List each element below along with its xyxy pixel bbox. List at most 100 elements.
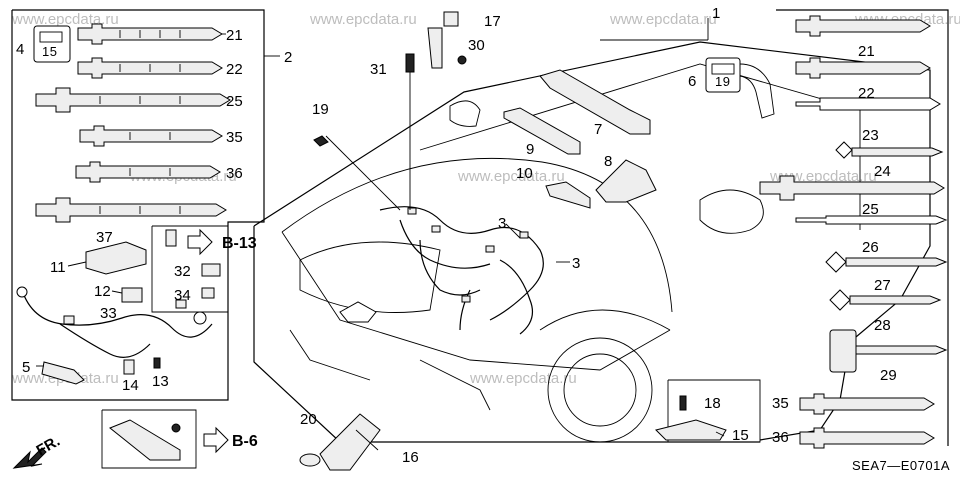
b6-box [101, 409, 197, 469]
callout-15: 15 [732, 427, 749, 444]
callout-17: 17 [484, 13, 501, 30]
grille [299, 241, 441, 313]
callout-37: 37 [96, 229, 113, 246]
fuse-box-body [33, 25, 71, 63]
watermark-1: www.epcdata.ru [11, 11, 119, 28]
tie-strap-37-left [35, 197, 227, 223]
callout-34: 34 [174, 287, 191, 304]
wheel-outer [547, 337, 653, 443]
left-mirror [449, 100, 481, 127]
tie-strap-27-right [825, 251, 948, 273]
callout-3a: 3 [498, 215, 506, 232]
sub-harness [16, 286, 213, 358]
callout-22-right: 22 [858, 85, 875, 102]
b6-arrow [203, 426, 229, 454]
callout-6: 6 [688, 73, 696, 90]
callout-14: 14 [122, 377, 139, 394]
callout-2: 2 [284, 49, 292, 66]
part-5-bracket [36, 361, 85, 385]
car-outline-top [253, 41, 931, 441]
tie-strap-36-right [799, 427, 935, 449]
callout-28: 28 [874, 317, 891, 334]
fuse-label-19: 19 [715, 74, 730, 89]
callout-21-right: 21 [858, 43, 875, 60]
part-9-bracket [503, 107, 581, 155]
part-12-relay [111, 287, 143, 303]
callout-30: 30 [468, 37, 485, 54]
callout-10: 10 [516, 165, 533, 182]
part-13-bolt [153, 357, 161, 369]
callout-36-left: 36 [226, 165, 243, 182]
tie-strap-25-left [35, 87, 231, 113]
part-17-bracket [427, 11, 459, 69]
ref-b6[interactable]: B-6 [232, 433, 258, 450]
part-7-bracket [539, 69, 651, 135]
callout-29: 29 [880, 367, 897, 384]
watermark-3: www.epcdata.ru [609, 11, 717, 28]
mirror [699, 189, 764, 234]
callout-11: 11 [50, 259, 66, 276]
right-panel [776, 9, 949, 446]
tie-strap-35-left [79, 125, 223, 147]
part-20-clip [299, 453, 321, 467]
part-16-bracket [319, 413, 381, 471]
b13-arrow [187, 228, 213, 256]
wheel-inner [563, 353, 637, 427]
callout-26: 26 [862, 239, 879, 256]
part-30-nut [457, 55, 467, 65]
callout-13: 13 [152, 373, 169, 390]
fuse-label-15: 15 [42, 44, 57, 59]
callout-35-right: 35 [772, 395, 789, 412]
callout-32: 32 [174, 263, 191, 280]
tie-strap-28-right [829, 289, 942, 311]
headlight-line [289, 329, 491, 411]
part-31-bolt [405, 53, 415, 210]
windshield-line [419, 63, 861, 230]
callout-8: 8 [604, 153, 612, 170]
tie-strap-35-right [799, 393, 935, 415]
ref-b13[interactable]: B-13 [222, 235, 257, 252]
tie-strap-26-right [795, 215, 948, 225]
callout-31: 31 [370, 61, 387, 78]
tie-strap-22-right [795, 57, 931, 79]
car-outline-bottom [253, 226, 760, 443]
hood-line [281, 157, 673, 313]
tie-strap-21-right [795, 15, 931, 37]
front-arrow [12, 447, 47, 469]
callout-18: 18 [704, 395, 721, 412]
callout-1: 1 [712, 5, 720, 22]
callout-25-left: 25 [226, 93, 243, 110]
callout-36-right: 36 [772, 429, 789, 446]
callout-3b: 3 [572, 255, 580, 272]
brand-emblem [339, 301, 377, 323]
part-10-bracket [545, 181, 591, 209]
group-box-2 [11, 9, 280, 401]
leader-lines [222, 18, 725, 451]
callout-4: 4 [16, 41, 24, 58]
callout-labels: 1 2 3 3 4 5 6 7 8 9 10 11 12 13 14 15 16… [16, 5, 897, 466]
part-4-fuse-box: 15 [33, 25, 71, 63]
wheel-arch [539, 309, 671, 331]
watermark-6: www.epcdata.ru [457, 168, 565, 185]
callout-20: 20 [300, 411, 317, 428]
tie-strap-36-left [75, 161, 221, 183]
watermark-9: www.epcdata.ru [469, 370, 577, 387]
callout-35-left: 35 [226, 129, 243, 146]
watermark-2: www.epcdata.ru [309, 11, 417, 28]
b13-box [151, 225, 229, 313]
callout-5: 5 [22, 359, 30, 376]
diagram-code: SEA7—E0701A [852, 458, 950, 473]
box-2-outline [11, 9, 265, 401]
callout-7: 7 [594, 121, 602, 138]
part-8-connector [595, 159, 657, 203]
callout-23: 23 [862, 127, 879, 144]
tie-strap-23-right [795, 97, 941, 111]
tie-strap-22-left [77, 57, 223, 79]
bumper-line [281, 231, 671, 371]
fuse-box-socket [39, 31, 63, 43]
callout-12: 12 [94, 283, 111, 300]
callout-9: 9 [526, 141, 534, 158]
callout-25-right: 25 [862, 201, 879, 218]
tie-strap-21-left [77, 23, 223, 45]
